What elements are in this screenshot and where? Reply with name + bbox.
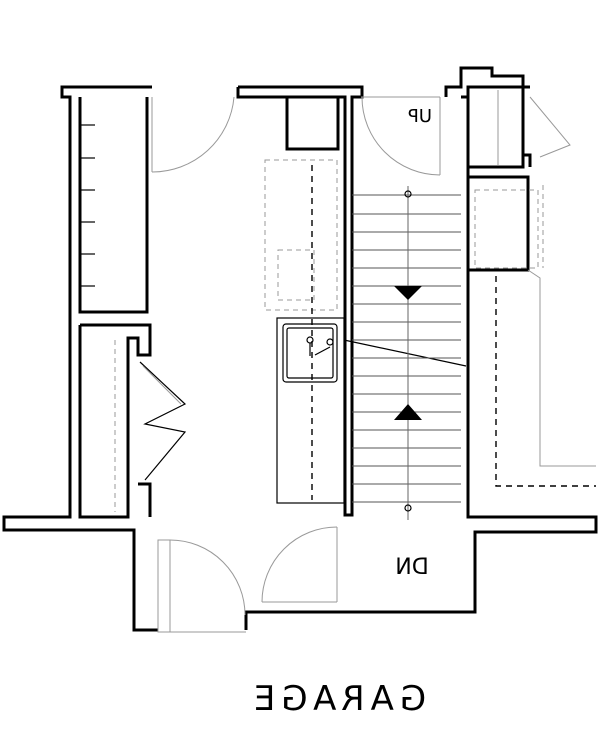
garage-door-arc [169, 539, 246, 616]
right-top-wall [444, 66, 530, 97]
left-outer-wall [2, 85, 158, 632]
sink [282, 323, 338, 383]
right-block [444, 66, 596, 487]
section-line [343, 339, 467, 367]
left-lower-wall [78, 323, 152, 519]
left-inner-wall [78, 97, 149, 314]
upper-cabinet [264, 159, 338, 311]
kitchenette [264, 159, 467, 504]
right-closet [466, 85, 525, 169]
closet-shelves [80, 124, 95, 287]
counter [276, 317, 345, 504]
pantry-box [285, 95, 340, 151]
staircase [352, 186, 461, 520]
garage-step-edge [495, 276, 596, 487]
left-jamb [138, 482, 152, 517]
stair-door-arc [361, 96, 441, 176]
bottom-hall-wall [244, 95, 598, 630]
hall-door-arc [261, 526, 338, 603]
hall-doors [157, 96, 441, 633]
washer-dryer [474, 189, 539, 269]
stair-down-label: DN [395, 555, 428, 580]
room-label-garage: GARAGE [248, 679, 426, 719]
bifold-door [139, 361, 187, 481]
faucet [306, 336, 314, 344]
hall-walls [236, 85, 598, 630]
left-closet [2, 85, 235, 632]
top-center-wall [238, 85, 364, 517]
door-swing-arc [151, 96, 235, 173]
right-door [529, 96, 571, 158]
arrow-down-icon [394, 286, 422, 300]
arrow-up-icon [394, 404, 422, 420]
stair-up-label: UP [408, 106, 432, 127]
